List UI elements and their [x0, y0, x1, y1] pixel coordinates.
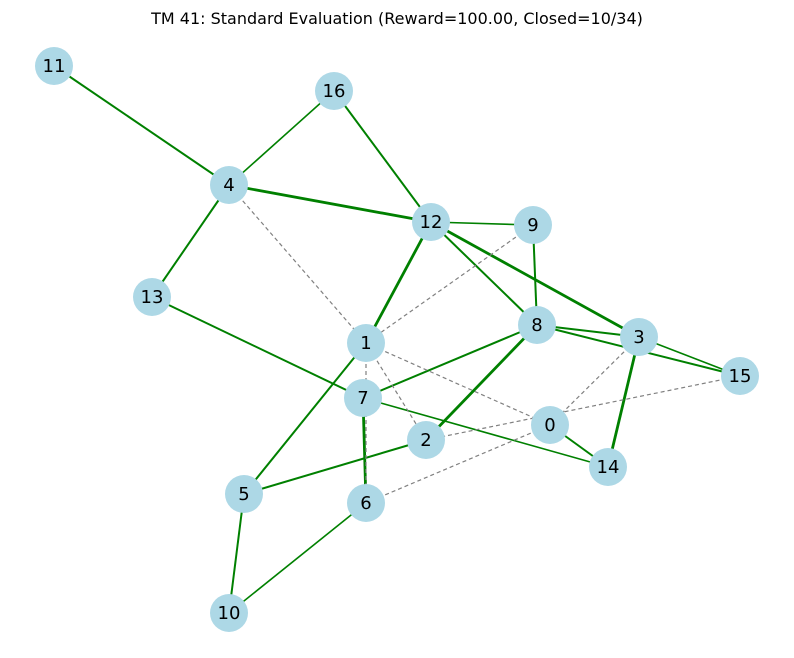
node-16: 16: [315, 72, 353, 110]
node-0: 0: [531, 406, 569, 444]
edge-4-1: [228, 184, 367, 344]
node-circle: [412, 203, 450, 241]
node-circle: [407, 421, 445, 459]
node-1: 1: [347, 324, 385, 362]
node-14: 14: [589, 448, 627, 486]
node-label: 6: [360, 493, 371, 514]
node-label: 1: [360, 333, 371, 354]
node-circle: [347, 324, 385, 362]
node-label: 11: [43, 56, 66, 77]
edge-11-4: [53, 65, 230, 186]
edge-12-1: [364, 221, 433, 344]
edge-0-6: [365, 424, 551, 504]
edge-3-14: [606, 336, 641, 468]
node-label: 2: [420, 430, 431, 451]
node-4: 4: [210, 166, 248, 204]
node-circle: [620, 318, 658, 356]
node-circle: [210, 594, 248, 632]
node-label: 12: [420, 212, 443, 233]
edge-1-0: [365, 342, 551, 426]
node-11: 11: [35, 47, 73, 85]
edge-16-12: [333, 90, 432, 223]
edge-5-10: [228, 493, 245, 614]
node-circle: [518, 306, 556, 344]
edge-13-7: [151, 296, 364, 399]
node-circle: [315, 72, 353, 110]
edge-2-5: [243, 439, 427, 495]
node-circle: [721, 357, 759, 395]
node-12: 12: [412, 203, 450, 241]
edge-1-5: [243, 342, 367, 495]
node-label: 4: [223, 175, 234, 196]
node-circle: [514, 206, 552, 244]
node-label: 13: [141, 287, 164, 308]
edge-1-2: [365, 342, 427, 441]
node-2: 2: [407, 421, 445, 459]
node-label: 15: [729, 366, 752, 387]
edge-4-12: [228, 183, 432, 224]
node-6: 6: [347, 484, 385, 522]
node-circle: [347, 484, 385, 522]
node-8: 8: [518, 306, 556, 344]
node-circle: [531, 406, 569, 444]
node-label: 14: [597, 457, 620, 478]
edge-7-14: [362, 397, 609, 468]
node-label: 3: [633, 327, 644, 348]
node-label: 5: [238, 484, 249, 505]
figure-title: TM 41: Standard Evaluation (Reward=100.0…: [150, 9, 643, 28]
edge-4-13: [151, 184, 230, 298]
edge-9-1: [365, 224, 534, 344]
node-circle: [133, 278, 171, 316]
node-13: 13: [133, 278, 171, 316]
edge-16-4: [228, 90, 335, 186]
node-circle: [344, 379, 382, 417]
edge-12-8: [430, 221, 538, 326]
edge-8-2: [424, 324, 539, 441]
node-label: 7: [357, 388, 368, 409]
node-circle: [225, 475, 263, 513]
node-label: 9: [527, 215, 538, 236]
node-9: 9: [514, 206, 552, 244]
node-3: 3: [620, 318, 658, 356]
node-label: 8: [531, 315, 542, 336]
edge-8-7: [362, 324, 538, 399]
node-circle: [35, 47, 73, 85]
node-7: 7: [344, 379, 382, 417]
node-label: 16: [323, 81, 346, 102]
node-label: 0: [544, 415, 555, 436]
edge-6-10: [228, 502, 367, 614]
node-10: 10: [210, 594, 248, 632]
edge-15-2: [425, 375, 741, 441]
node-circle: [589, 448, 627, 486]
node-5: 5: [225, 475, 263, 513]
node-label: 10: [218, 603, 241, 624]
node-15: 15: [721, 357, 759, 395]
node-circle: [210, 166, 248, 204]
